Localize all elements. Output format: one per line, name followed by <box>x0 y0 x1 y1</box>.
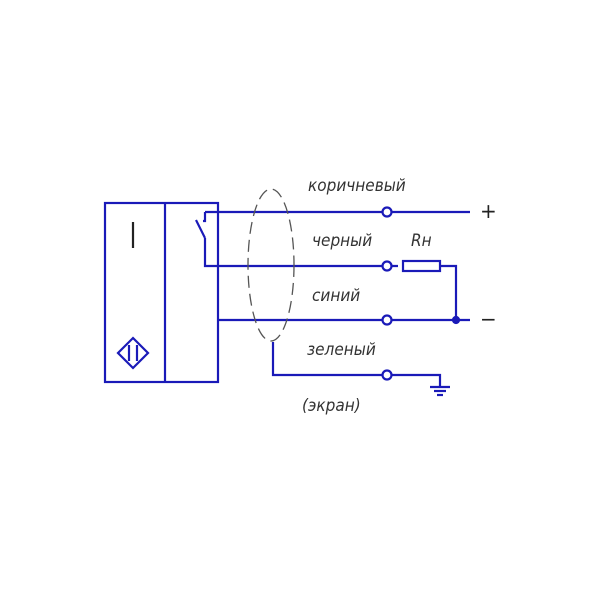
wire-black <box>203 238 398 268</box>
terminal-green <box>381 369 393 381</box>
label-blue: синий <box>312 286 361 306</box>
label-black: черный <box>312 231 373 251</box>
label-load: Rн <box>411 231 432 251</box>
terminal-blue <box>381 314 393 326</box>
cable-shield-ellipse <box>247 188 295 342</box>
terminal-brown <box>381 206 393 218</box>
label-green: зеленый <box>307 340 376 360</box>
terminal-black <box>381 260 393 272</box>
plus-sign: + <box>480 199 497 223</box>
switch-icon <box>195 212 207 239</box>
junction-dot <box>451 315 461 325</box>
wire-load-return <box>440 264 458 320</box>
ground-icon <box>430 385 450 397</box>
load-resistor <box>401 259 442 273</box>
sensor-body <box>103 201 220 384</box>
label-brown: коричневый <box>308 176 406 196</box>
inductive-sensor-icon <box>116 336 150 370</box>
label-shield: (экран) <box>302 396 361 416</box>
minus-sign: − <box>480 307 497 331</box>
wire-green <box>271 342 442 386</box>
terminals <box>381 206 393 381</box>
